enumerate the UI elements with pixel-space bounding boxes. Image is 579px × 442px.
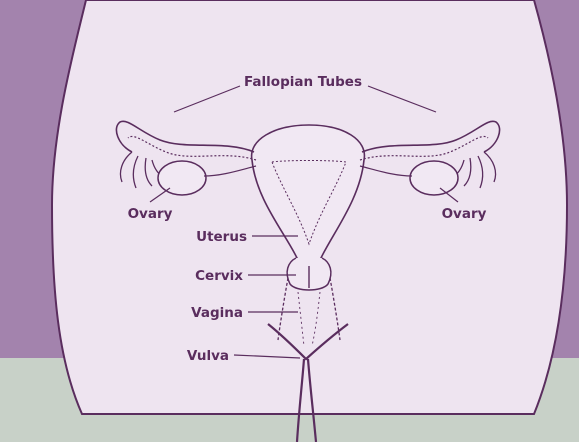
label-vagina: Vagina [191, 305, 243, 321]
label-ovary-right: Ovary [442, 206, 487, 222]
label-cervix: Cervix [195, 268, 243, 284]
label-vulva: Vulva [187, 348, 229, 364]
label-ovary-left: Ovary [128, 206, 173, 222]
label-uterus: Uterus [196, 229, 247, 245]
label-fallopian-tubes: Fallopian Tubes [244, 74, 362, 90]
ovary-right-shape [410, 161, 458, 195]
ovary-left-shape [158, 161, 206, 195]
